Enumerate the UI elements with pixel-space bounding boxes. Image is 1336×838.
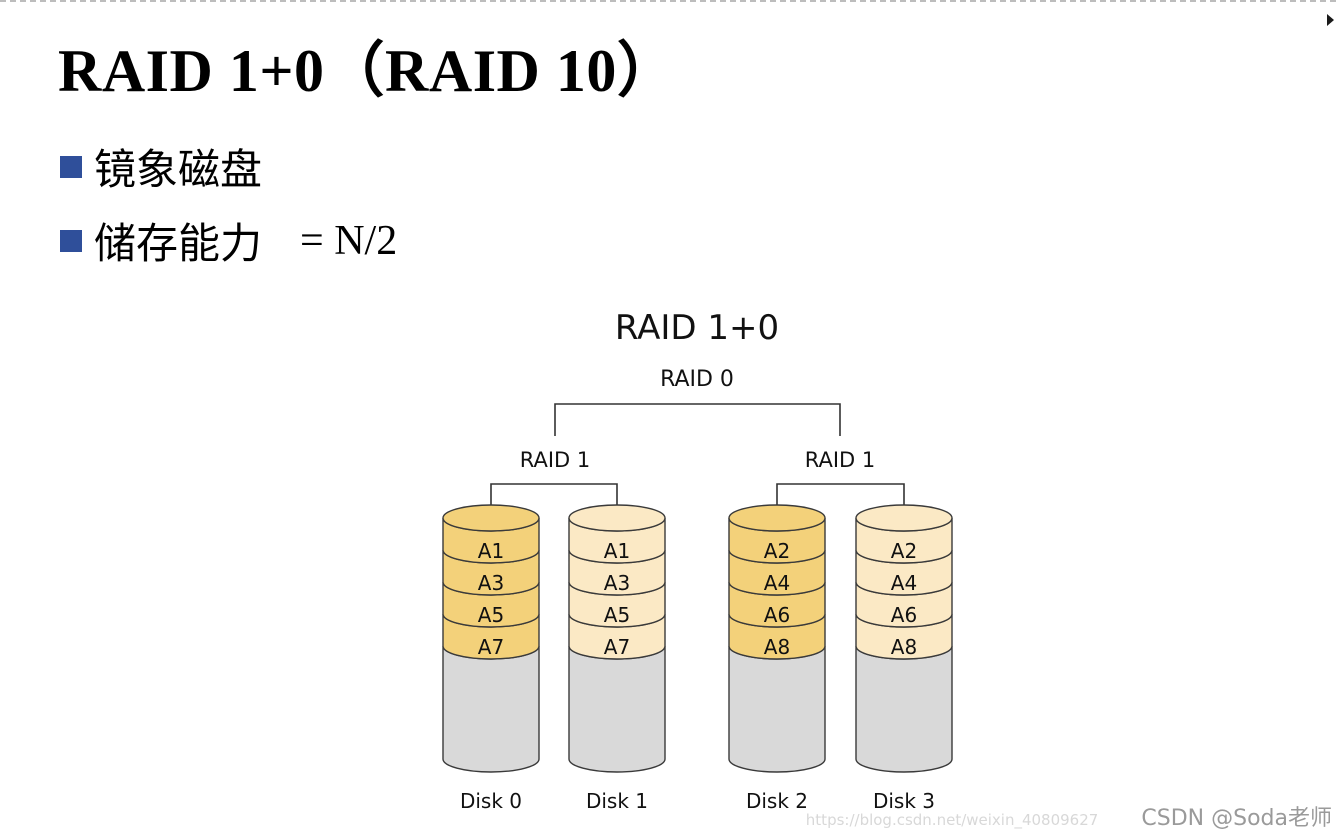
data-block-label: A8 <box>891 635 917 659</box>
disk-empty-space <box>442 645 540 773</box>
raid0-connector <box>554 403 841 436</box>
watermark-url: https://blog.csdn.net/weixin_40809627 <box>805 811 1099 829</box>
raid1-label: RAID 1 <box>805 448 876 472</box>
data-block-label: A1 <box>604 539 630 563</box>
bullet-square-icon <box>60 155 82 178</box>
data-block-label: A3 <box>604 571 630 595</box>
disk-empty-space <box>855 645 953 773</box>
capacity-formula: = N/2 <box>300 217 398 264</box>
data-block-label: A6 <box>764 603 790 627</box>
disk-top-cap <box>855 504 953 532</box>
bullet-label: 储存能力 <box>94 219 263 268</box>
data-block-label: A2 <box>764 539 790 563</box>
raid1-connector <box>776 483 905 516</box>
data-block-label: A8 <box>764 635 790 659</box>
disk-empty-space <box>728 645 826 773</box>
bullet-square-icon <box>60 229 82 252</box>
data-block-label: A5 <box>478 603 504 627</box>
disk-empty-space <box>568 645 666 773</box>
bullet-item-mirroring: 镜象磁盘 <box>60 136 262 197</box>
data-block-label: A7 <box>478 635 504 659</box>
watermark-brand: CSDN @Soda老师 <box>1141 806 1332 831</box>
disk-name-label: Disk 2 <box>746 789 808 813</box>
raid1-connector <box>490 483 618 516</box>
disk-top-cap <box>728 504 826 532</box>
slide-edge-marker-icon <box>1327 14 1334 26</box>
data-block-label: A2 <box>891 539 917 563</box>
top-dashed-border <box>0 0 1336 2</box>
bullet-label: 镜象磁盘 <box>94 145 263 194</box>
data-block-label: A4 <box>764 571 790 595</box>
data-block-label: A3 <box>478 571 504 595</box>
connector-lines <box>490 403 905 516</box>
data-block-label: A6 <box>891 603 917 627</box>
raid0-label: RAID 0 <box>660 367 734 392</box>
diagram-title: RAID 1+0 <box>615 308 779 348</box>
raid1-group-labels: RAID 1 RAID 1 <box>520 448 876 472</box>
data-block-label: A5 <box>604 603 630 627</box>
watermark: https://blog.csdn.net/weixin_40809627 CS… <box>806 800 1332 832</box>
data-block-label: A1 <box>478 539 504 563</box>
raid1-label: RAID 1 <box>520 448 591 472</box>
data-block-label: A4 <box>891 571 917 595</box>
disk-top-cap <box>442 504 540 532</box>
data-block-label: A7 <box>604 635 630 659</box>
disk-top-cap <box>568 504 666 532</box>
disk-name-label: Disk 1 <box>586 789 648 813</box>
bullet-item-capacity: 储存能力 = N/2 <box>60 210 397 271</box>
disk-name-label: Disk 0 <box>460 789 522 813</box>
disk-name-label: Disk 3 <box>873 789 935 813</box>
slide-title: RAID 1+0（RAID 10） <box>58 38 678 104</box>
